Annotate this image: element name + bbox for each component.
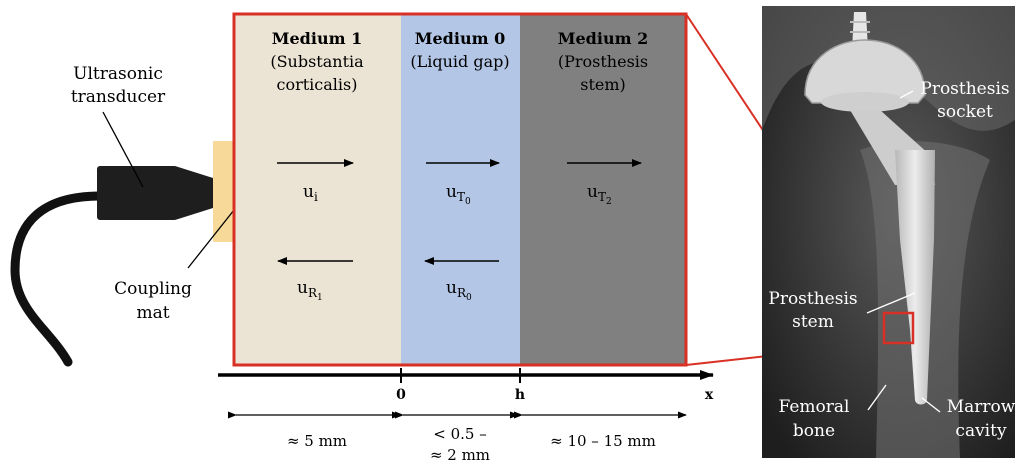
label-u-t0: uT0 xyxy=(446,182,471,207)
medium-1-layer xyxy=(234,14,401,365)
prosthesis-socket-cup xyxy=(804,39,926,104)
medium-0-desc-line1: (Liquid gap) xyxy=(410,52,509,71)
transducer-label-line2: transducer xyxy=(71,87,166,107)
media-panel: Medium 1 (Substantia corticalis) Medium … xyxy=(232,12,688,367)
medium-2-layer xyxy=(520,14,686,365)
dim-medium2-label: ≈ 10 – 15 mm xyxy=(550,432,656,450)
medium-2-desc-line1: (Prosthesis xyxy=(558,52,648,71)
marrow-label-line1: Marrow xyxy=(947,397,1016,417)
x-label: x xyxy=(705,387,714,403)
transducer-label-line1: Ultrasonic xyxy=(73,64,163,84)
medium-0-layer xyxy=(401,14,520,365)
label-u-r0: uR0 xyxy=(446,278,472,303)
socket-label-line2: socket xyxy=(937,102,993,122)
transducer-cable xyxy=(10,191,105,367)
coupling-mat xyxy=(213,141,233,242)
coupling-pointer-line xyxy=(187,209,235,269)
marrow-pointer xyxy=(921,397,941,413)
medium-0-title: Medium 0 xyxy=(415,29,505,48)
x-axis: 0 h x xyxy=(218,368,714,403)
prosthesis-stem xyxy=(895,150,935,405)
h-label: h xyxy=(515,387,525,403)
medium-1-title: Medium 1 xyxy=(272,29,362,48)
transducer-pointer-line xyxy=(102,111,144,188)
xray-image: Prosthesis socket Prosthesis stem Femora… xyxy=(762,6,1016,459)
femoral-label-line1: Femoral xyxy=(779,397,850,417)
medium-1-desc-line1: (Substantia xyxy=(270,52,364,71)
xray-zoom-box xyxy=(882,311,915,345)
zoom-frame xyxy=(232,12,688,367)
dim-medium0-label-line1: < 0.5 – xyxy=(433,425,486,443)
dimensions: ≈ 5 mm < 0.5 – ≈ 2 mm ≈ 10 – 15 mm xyxy=(228,411,687,464)
dim-medium0-label-line2: ≈ 2 mm xyxy=(430,446,490,464)
socket-pointer xyxy=(899,90,914,99)
femoral-label-line2: bone xyxy=(793,421,835,441)
medium-1-desc-line2: corticalis) xyxy=(277,75,358,94)
femoral-head xyxy=(821,92,909,112)
stem-label-line2: stem xyxy=(792,312,834,332)
label-u-r1: uR1 xyxy=(297,278,323,303)
medium-2-title: Medium 2 xyxy=(558,29,648,48)
medium-2-desc-line2: stem) xyxy=(580,75,626,94)
coupling-label-line2: mat xyxy=(136,303,169,323)
stem-pointer xyxy=(866,292,916,314)
socket-label-line1: Prosthesis xyxy=(920,79,1009,99)
transducer-tip xyxy=(175,166,213,220)
marrow-label-line2: cavity xyxy=(955,421,1007,441)
coupling-label-line1: Coupling xyxy=(114,279,192,299)
stem-label-line1: Prosthesis xyxy=(768,289,857,309)
dim-medium1-label: ≈ 5 mm xyxy=(287,432,347,450)
label-u-i: ui xyxy=(303,182,318,204)
transducer-body xyxy=(97,166,177,220)
transducer-group: Ultrasonic transducer Coupling mat xyxy=(10,64,235,367)
label-u-t2: uT2 xyxy=(587,182,612,207)
femoral-pointer xyxy=(867,384,887,411)
origin-label: 0 xyxy=(396,387,406,403)
